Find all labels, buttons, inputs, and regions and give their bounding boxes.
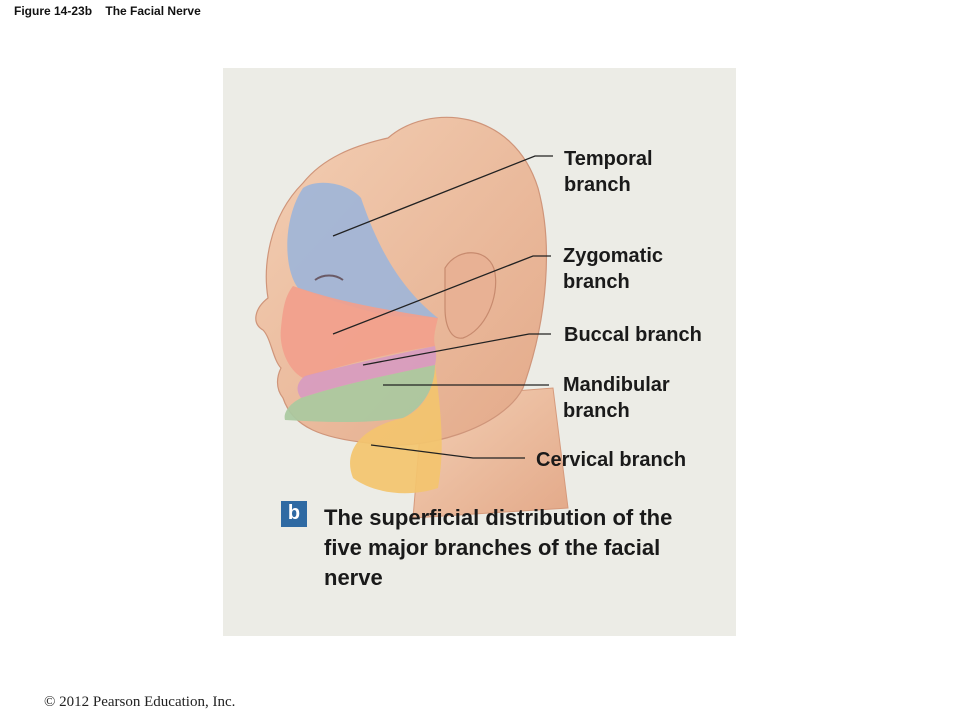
head-illustration	[255, 116, 569, 519]
leader-buccal	[362, 333, 551, 366]
temporal-region	[287, 182, 438, 318]
figure-panel: Temporal branch Zygomatic branch Buccal …	[223, 68, 736, 636]
eye	[314, 274, 344, 281]
leader-zygomatic	[332, 255, 551, 335]
buccal-region	[297, 346, 437, 398]
label-mandibular-branch: Mandibular branch	[563, 374, 670, 422]
copyright-notice: © 2012 Pearson Education, Inc.	[44, 694, 236, 710]
ear	[444, 252, 497, 339]
panel-badge: b	[281, 501, 307, 527]
figure-number: Figure 14-23b	[14, 4, 93, 18]
label-buccal-branch: Buccal branch	[564, 324, 702, 346]
leader-cervical	[370, 444, 525, 459]
label-temporal-branch: Temporal branch	[564, 148, 653, 196]
figure-title: The Facial Nerve	[105, 4, 201, 18]
leader-temporal	[332, 155, 553, 237]
figure-header: Figure 14-23b The Facial Nerve	[14, 4, 201, 18]
label-cervical-branch: Cervical branch	[536, 449, 687, 471]
figure-caption: The superficial distribution of the five…	[324, 505, 673, 590]
cervical-region	[350, 365, 442, 494]
zygomatic-region	[280, 286, 438, 378]
mandibular-region	[284, 365, 435, 422]
label-zygomatic-branch: Zygomatic branch	[563, 245, 664, 293]
